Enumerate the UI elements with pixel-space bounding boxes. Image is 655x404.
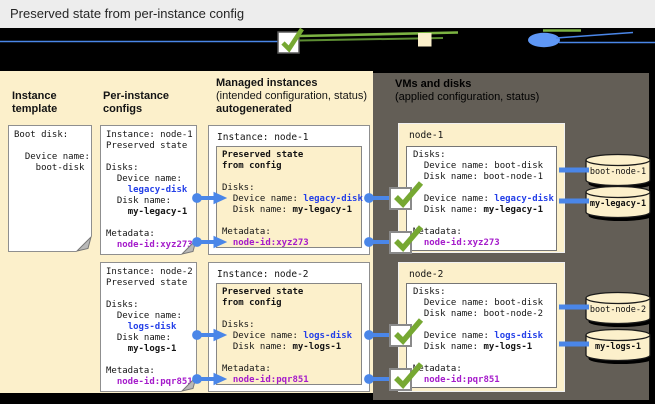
disk-cylinder-my-legacy-1: my-legacy-1 bbox=[583, 185, 653, 221]
vm-config-node-2: Disks: Device name: boot-disk Disk name:… bbox=[406, 283, 557, 388]
column-header-instance-template: Instance template bbox=[12, 90, 58, 115]
page-title: Preserved state from per-instance config bbox=[0, 0, 655, 28]
vm-title: node-1 bbox=[409, 130, 444, 141]
folded-corner-icon bbox=[181, 376, 197, 392]
check-icon bbox=[389, 181, 424, 210]
folded-corner-icon bbox=[76, 236, 92, 252]
legend-stateful-oval-icon bbox=[528, 32, 560, 48]
legend-preserved-label: preserved state bbox=[436, 37, 499, 47]
check-icon bbox=[389, 362, 424, 391]
disk-label: my-logs-1 bbox=[594, 342, 642, 352]
disk-label: boot-node-2 bbox=[589, 305, 647, 315]
legend-applied-label: config is applied bbox=[304, 37, 369, 47]
folded-corner-icon bbox=[181, 239, 197, 255]
check-icon bbox=[389, 225, 424, 254]
legend-preserved-swatch-icon bbox=[418, 33, 432, 47]
instance-template-box: Boot disk: Device name: boot-disk bbox=[8, 125, 92, 252]
vm-panel-header: VMs and disks (applied configuration, st… bbox=[395, 78, 540, 103]
legend-checkbox-icon bbox=[277, 31, 300, 54]
vm-title: node-2 bbox=[409, 269, 444, 280]
disk-label: my-legacy-1 bbox=[589, 199, 647, 209]
disk-label: boot-node-1 bbox=[589, 167, 647, 177]
managed-instance-title: Instance: node-2 bbox=[217, 269, 309, 280]
disk-cylinder-boot-node-2: boot-node-2 bbox=[583, 291, 653, 327]
column-header-managed-instances: Managed instances (intended configuratio… bbox=[216, 77, 368, 115]
vm-config-node-1: Disks: Device name: boot-disk Disk name:… bbox=[406, 146, 557, 251]
legend-green-line bbox=[298, 31, 459, 38]
disk-cylinder-boot-node-1: boot-node-1 bbox=[583, 153, 653, 189]
check-icon bbox=[389, 318, 424, 347]
legend-stateful-label: stateful configuration bbox=[567, 37, 651, 47]
column-header-per-instance-configs: Per-instance configs bbox=[103, 90, 170, 115]
disk-cylinder-my-logs-1: my-logs-1 bbox=[583, 328, 653, 364]
managed-instance-title: Instance: node-1 bbox=[217, 132, 309, 143]
legend-check-icon bbox=[281, 27, 304, 53]
